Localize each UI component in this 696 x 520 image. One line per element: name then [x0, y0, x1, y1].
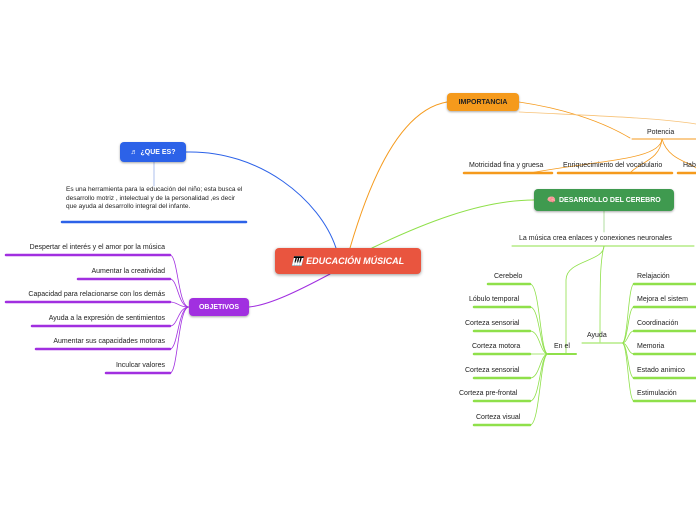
- importancia-node[interactable]: IMPORTANCIA: [447, 93, 519, 111]
- ayuda-item[interactable]: Memoria: [637, 343, 665, 350]
- ayuda-item[interactable]: Relajación: [637, 273, 670, 280]
- connector-habi: [661, 138, 696, 169]
- en-el-item[interactable]: Cerebelo: [494, 273, 523, 280]
- connector-importancia-extra: [518, 111, 696, 125]
- ayuda-item[interactable]: Estado animico: [637, 367, 685, 374]
- connector-ayuda-item: [621, 342, 635, 402]
- importancia-item-vocabulario[interactable]: Enriquecimiento del vocabulario: [563, 162, 663, 169]
- en-el-item[interactable]: Lóbulo temporal: [469, 296, 520, 303]
- ayuda-node[interactable]: Ayuda: [587, 332, 607, 339]
- en-el-node[interactable]: En el: [554, 343, 570, 350]
- en-el-item[interactable]: Corteza sensorial: [465, 367, 520, 374]
- connector-desarrollo: [371, 199, 535, 249]
- connector-importancia: [349, 101, 448, 249]
- music-notes-icon: ♬: [130, 148, 138, 156]
- connector-ayuda-item: [621, 330, 635, 344]
- ayuda-item[interactable]: Mejora el sistem: [637, 296, 688, 303]
- en-el-item[interactable]: Corteza motora: [472, 343, 521, 350]
- connector-objetivo-item: [169, 254, 190, 308]
- objetivo-item[interactable]: Ayuda a la expresión de sentimientos: [48, 315, 165, 322]
- potencia-node[interactable]: Potencia: [647, 129, 675, 136]
- connector-en-el-item: [529, 353, 549, 426]
- connector-objetivos: [248, 273, 331, 308]
- connector-en-el-item: [529, 330, 549, 355]
- ayuda-item[interactable]: Estimulación: [637, 390, 677, 397]
- connector-objetivo-item: [169, 278, 190, 308]
- que-es-description: Es una herramienta para la educación del…: [66, 186, 243, 210]
- objetivo-item[interactable]: Despertar el interés y el amor por la mú…: [29, 244, 165, 251]
- en-el-item[interactable]: Corteza sensorial: [465, 320, 520, 327]
- objetivo-item[interactable]: Aumentar sus capacidades motoras: [53, 338, 165, 345]
- desarrollo-label: DESARROLLO DEL CEREBRO: [558, 196, 661, 204]
- connector-potencia: [518, 101, 631, 139]
- objetivos-label: OBJETIVOS: [198, 303, 240, 311]
- objetivo-item[interactable]: Capacidad para relacionarse con los demá…: [28, 291, 165, 298]
- brain-icon: 🧠: [547, 197, 556, 204]
- connector-ayuda: [599, 245, 605, 343]
- desarrollo-node[interactable]: 🧠 DESARROLLO DEL CEREBRO: [534, 189, 674, 211]
- importancia-item-motricidad[interactable]: Motricidad fina y gruesa: [469, 162, 544, 169]
- connector-objetivo-item: [169, 306, 190, 350]
- desarrollo-subtitle[interactable]: La música crea enlaces y conexiones neur…: [519, 235, 672, 242]
- connector-motricidad: [529, 138, 663, 174]
- connector-en-el-item: [529, 283, 549, 355]
- connector-en-el-item: [529, 306, 549, 355]
- objetivos-node[interactable]: OBJETIVOS: [189, 298, 249, 316]
- connector-ayuda-item: [621, 283, 635, 344]
- en-el-item[interactable]: Corteza visual: [476, 414, 521, 421]
- connector-que-es: [185, 151, 337, 249]
- importancia-label: IMPORTANCIA: [458, 98, 508, 106]
- ayuda-item[interactable]: Coordinación: [637, 320, 679, 327]
- connector-ayuda-item: [621, 306, 635, 344]
- connector-objetivo-item: [169, 306, 190, 374]
- root-label: EDUCACIÓN MÚSICAL: [306, 256, 405, 266]
- objetivo-item[interactable]: Aumentar la creatividad: [91, 268, 165, 275]
- objetivo-item[interactable]: Inculcar valores: [115, 362, 165, 369]
- root-node[interactable]: 🎹 EDUCACIÓN MÚSICAL: [275, 248, 421, 274]
- piano-icon: 🎹: [291, 255, 304, 266]
- que-es-label: ¿QUE ES?: [140, 148, 176, 156]
- connector-vocabulario: [629, 138, 663, 174]
- en-el-item[interactable]: Corteza pre-frontal: [459, 390, 518, 397]
- que-es-node[interactable]: ♬ ¿QUE ES?: [120, 142, 186, 162]
- importancia-item-habi[interactable]: Habi: [683, 162, 696, 169]
- connector-objetivo-item: [169, 301, 190, 308]
